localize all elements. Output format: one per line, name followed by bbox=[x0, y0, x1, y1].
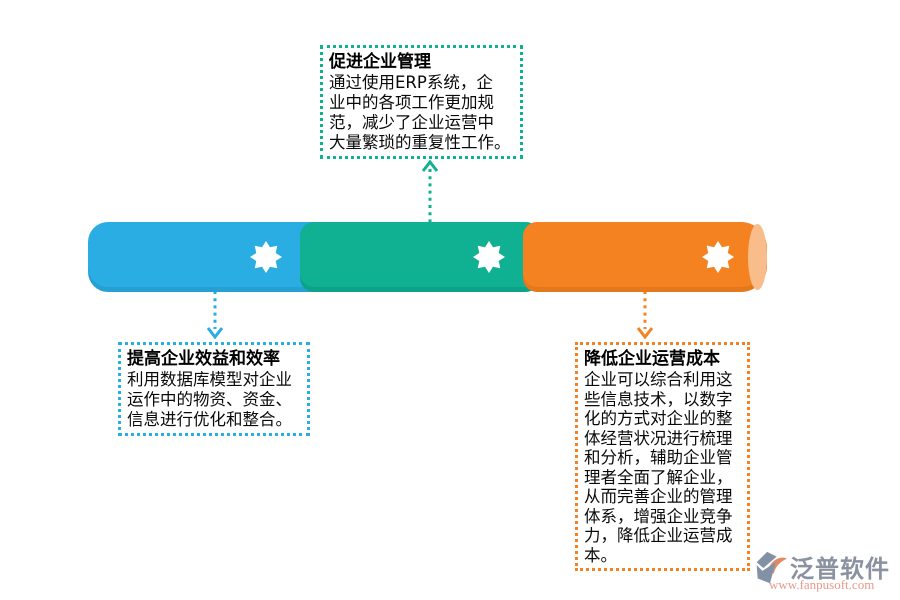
callout-body: 通过使用ERP系统，企 业中的各项工作更加规 范，减少了企业运营中 大量繁琐的重… bbox=[329, 73, 511, 152]
arrow-down-icon bbox=[206, 291, 224, 339]
callout-body: 利用数据库模型对企业 运作中的物资、资金、 信息进行优化和整合。 bbox=[127, 370, 292, 429]
star-icon bbox=[473, 241, 505, 273]
arrow-down-icon bbox=[636, 291, 654, 339]
process-bar bbox=[88, 222, 767, 292]
watermark-brand-text: 泛普软件 bbox=[790, 555, 890, 583]
fanpu-watermark: 泛普软件 www.fanpusoft.com bbox=[751, 548, 900, 594]
callout-title: 促进企业管理 bbox=[329, 52, 431, 72]
star-icon bbox=[250, 241, 282, 273]
callout-reduce-cost: 降低企业运营成本 企业可以综合利用这 些信息技术，以数字 化的方式对企业的整 体… bbox=[575, 342, 750, 571]
callout-improve-efficiency: 提高企业效益和效率 利用数据库模型对企业 运作中的物资、资金、 信息进行优化和整… bbox=[118, 342, 310, 436]
star-icon bbox=[702, 241, 734, 273]
callout-title: 提高企业效益和效率 bbox=[127, 349, 280, 369]
fanpu-logo-icon bbox=[756, 551, 788, 584]
bar-segment-blue bbox=[88, 222, 323, 292]
callout-body: 企业可以综合利用这 些信息技术，以数字 化的方式对企业的整 体经营状况进行梳理 … bbox=[584, 370, 733, 565]
arrow-up-icon bbox=[421, 160, 439, 222]
callout-promote-management: 促进企业管理 通过使用ERP系统，企 业中的各项工作更加规 范，减少了企业运营中… bbox=[320, 45, 523, 159]
callout-title: 降低企业运营成本 bbox=[584, 349, 720, 369]
cylinder-end-cap bbox=[748, 224, 767, 290]
watermark-url-text: www.fanpusoft.com bbox=[769, 577, 875, 592]
